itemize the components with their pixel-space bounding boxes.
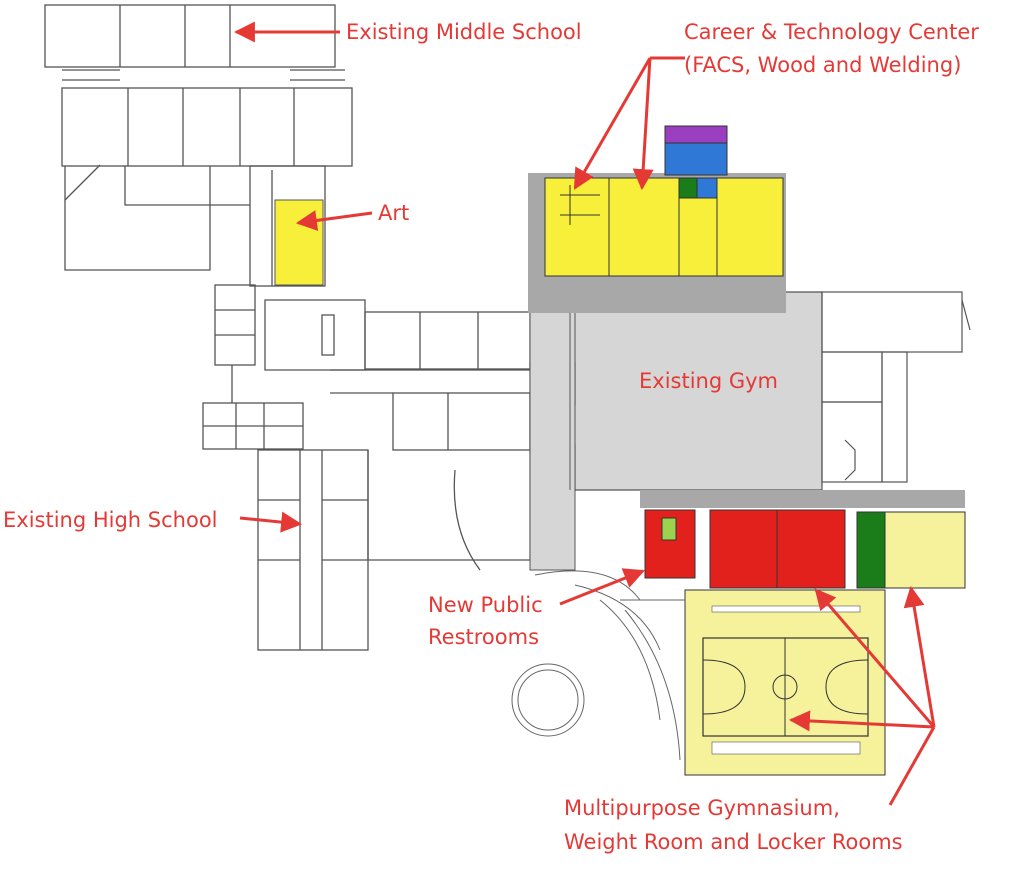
label-career-tech-line1: Career & Technology Center (684, 20, 979, 44)
multipurpose-gym (684, 589, 886, 776)
annotation-arrows (233, 21, 936, 806)
site-arcs (511, 570, 685, 761)
label-existing-gym: Existing Gym (639, 369, 779, 393)
label-new-public-restrooms-line2: Restrooms (428, 625, 540, 649)
art-room (274, 199, 324, 286)
corridor-south (640, 490, 965, 508)
label-multipurpose-line2: Weight Room and Locker Rooms (564, 830, 903, 854)
label-multipurpose-line1: Multipurpose Gymnasium, (564, 796, 840, 820)
label-art: Art (378, 201, 410, 225)
career-tech-rooms (544, 125, 784, 277)
middle-school-outline (44, 4, 353, 287)
label-new-public-restrooms-line1: New Public (428, 593, 543, 617)
label-career-tech-line2: (FACS, Wood and Welding) (684, 53, 962, 77)
east-rooms-outline (821, 291, 971, 483)
locker-rooms (644, 509, 966, 589)
label-existing-high-school: Existing High School (3, 508, 218, 532)
label-existing-middle-school: Existing Middle School (346, 20, 582, 44)
